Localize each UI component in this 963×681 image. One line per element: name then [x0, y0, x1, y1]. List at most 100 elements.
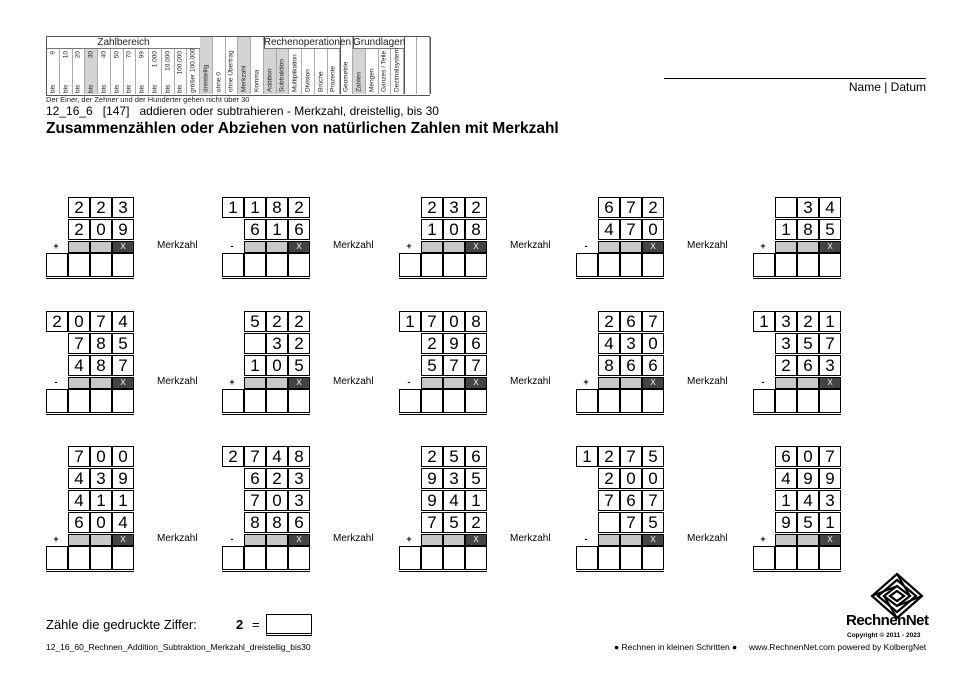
result-cell[interactable]	[90, 546, 112, 569]
result-cell[interactable]	[443, 253, 465, 276]
result-cell[interactable]	[797, 389, 819, 412]
carry-cell[interactable]	[90, 241, 112, 253]
carry-cell[interactable]	[421, 377, 443, 389]
result-cell[interactable]	[775, 546, 797, 569]
result-cell[interactable]	[642, 253, 664, 276]
result-cell[interactable]	[598, 253, 620, 276]
carry-cell[interactable]	[266, 534, 288, 546]
result-cell[interactable]	[797, 253, 819, 276]
header-column: Dezimalsystem	[391, 48, 404, 94]
carry-cell[interactable]	[620, 534, 642, 546]
result-cell[interactable]	[244, 546, 266, 569]
carry-cell[interactable]	[244, 377, 266, 389]
result-cell[interactable]	[465, 253, 487, 276]
result-cell[interactable]	[266, 546, 288, 569]
result-cell[interactable]	[753, 253, 775, 276]
digit-cell: 3	[775, 333, 797, 354]
result-cell[interactable]	[421, 546, 443, 569]
result-cell[interactable]	[244, 253, 266, 276]
carry-cell[interactable]	[244, 241, 266, 253]
result-cell[interactable]	[620, 546, 642, 569]
carry-cell[interactable]	[797, 534, 819, 546]
result-underline	[46, 412, 134, 415]
result-cell[interactable]	[421, 389, 443, 412]
result-cell[interactable]	[465, 389, 487, 412]
carry-cell[interactable]	[775, 377, 797, 389]
result-cell[interactable]	[399, 546, 421, 569]
carry-cell[interactable]	[421, 241, 443, 253]
result-cell[interactable]	[775, 389, 797, 412]
carry-cell[interactable]	[797, 241, 819, 253]
result-cell[interactable]	[112, 546, 134, 569]
result-cell[interactable]	[46, 546, 68, 569]
carry-cell[interactable]	[68, 534, 90, 546]
digit-cell: 5	[288, 355, 310, 376]
result-cell[interactable]	[222, 546, 244, 569]
result-cell[interactable]	[399, 389, 421, 412]
result-cell[interactable]	[775, 253, 797, 276]
carry-cell[interactable]	[90, 534, 112, 546]
result-cell[interactable]	[90, 389, 112, 412]
result-cell[interactable]	[222, 253, 244, 276]
result-cell[interactable]	[576, 389, 598, 412]
carry-cell[interactable]	[266, 377, 288, 389]
result-cell[interactable]	[244, 389, 266, 412]
result-cell[interactable]	[576, 253, 598, 276]
result-cell[interactable]	[399, 253, 421, 276]
digit-cell	[576, 219, 598, 240]
result-cell[interactable]	[46, 253, 68, 276]
carry-cell[interactable]	[598, 377, 620, 389]
result-cell[interactable]	[443, 389, 465, 412]
result-cell[interactable]	[576, 546, 598, 569]
carry-cell[interactable]	[775, 241, 797, 253]
result-cell[interactable]	[266, 253, 288, 276]
result-cell[interactable]	[266, 389, 288, 412]
result-cell[interactable]	[642, 546, 664, 569]
result-cell[interactable]	[46, 389, 68, 412]
result-cell[interactable]	[68, 389, 90, 412]
carry-cell[interactable]	[775, 534, 797, 546]
carry-cell[interactable]	[443, 534, 465, 546]
result-cell[interactable]	[797, 546, 819, 569]
result-cell[interactable]	[753, 389, 775, 412]
result-cell[interactable]	[819, 253, 841, 276]
result-cell[interactable]	[288, 389, 310, 412]
result-cell[interactable]	[598, 546, 620, 569]
carry-cell[interactable]	[443, 241, 465, 253]
carry-cell[interactable]	[443, 377, 465, 389]
result-cell[interactable]	[443, 546, 465, 569]
result-cell[interactable]	[753, 546, 775, 569]
digit-cell: 6	[598, 197, 620, 218]
result-cell[interactable]	[620, 389, 642, 412]
count-answer-box[interactable]	[266, 614, 312, 636]
footer-website[interactable]: www.RechnenNet.com powered by KolbergNet	[749, 642, 927, 652]
carry-cell[interactable]	[68, 241, 90, 253]
result-cell[interactable]	[68, 546, 90, 569]
result-cell[interactable]	[288, 253, 310, 276]
result-cell[interactable]	[222, 389, 244, 412]
result-cell[interactable]	[598, 389, 620, 412]
result-cell[interactable]	[421, 253, 443, 276]
result-cell[interactable]	[642, 389, 664, 412]
carry-cell[interactable]	[266, 241, 288, 253]
result-cell[interactable]	[465, 546, 487, 569]
carry-cell[interactable]	[244, 534, 266, 546]
result-cell[interactable]	[620, 253, 642, 276]
result-cell[interactable]	[288, 546, 310, 569]
carry-cell[interactable]	[598, 534, 620, 546]
carry-cell[interactable]	[620, 241, 642, 253]
carry-cell[interactable]	[68, 377, 90, 389]
result-cell[interactable]	[68, 253, 90, 276]
digit-cell	[598, 512, 620, 533]
carry-cell[interactable]	[620, 377, 642, 389]
result-cell[interactable]	[112, 253, 134, 276]
result-cell[interactable]	[819, 546, 841, 569]
carry-cell[interactable]	[421, 534, 443, 546]
carry-cell[interactable]	[90, 377, 112, 389]
result-cell[interactable]	[90, 253, 112, 276]
carry-cell[interactable]	[797, 377, 819, 389]
result-cell[interactable]	[819, 389, 841, 412]
carry-cell[interactable]	[598, 241, 620, 253]
result-cell[interactable]	[112, 389, 134, 412]
